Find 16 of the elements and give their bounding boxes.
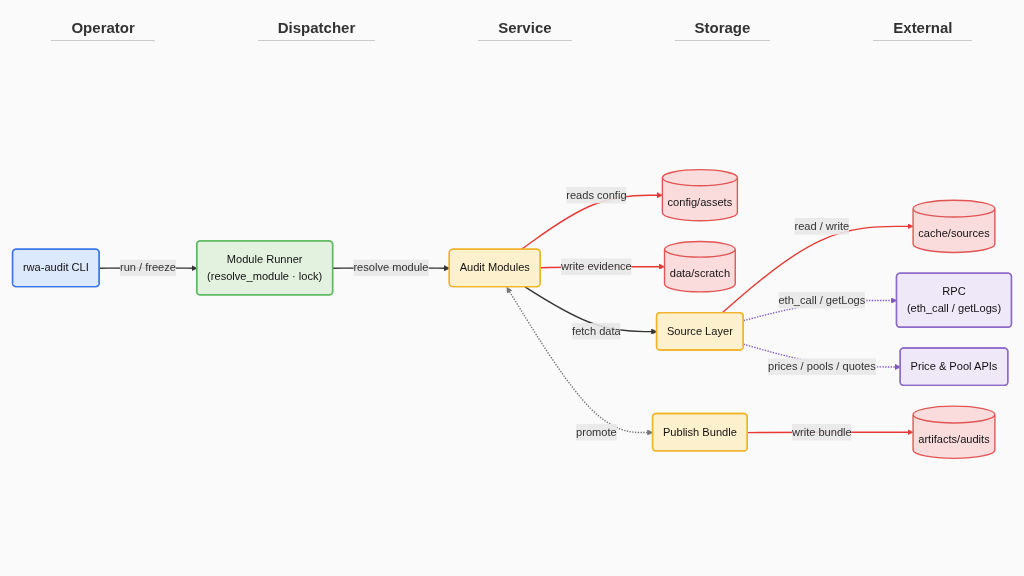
edge-label: write bundle	[791, 426, 852, 438]
edge-label: read / write	[794, 220, 850, 232]
column-header: Operator	[51, 15, 155, 41]
edge-label: promote	[576, 426, 617, 438]
edge-label: fetch data	[572, 325, 621, 337]
edge-label: prices / pools / quotes	[767, 360, 876, 373]
column-header: External	[873, 15, 973, 41]
column-header: Storage	[674, 15, 771, 41]
edge-label: write evidence	[560, 260, 632, 273]
edge-label: reads config	[566, 188, 627, 201]
edge-label: resolve module	[353, 261, 429, 274]
arrow	[721, 223, 914, 314]
edge-label: eth_call / getLogs	[778, 293, 866, 306]
column-header: Dispatcher	[257, 15, 376, 41]
column-header: Service	[478, 15, 572, 41]
edge-label: run / freeze	[119, 261, 176, 274]
